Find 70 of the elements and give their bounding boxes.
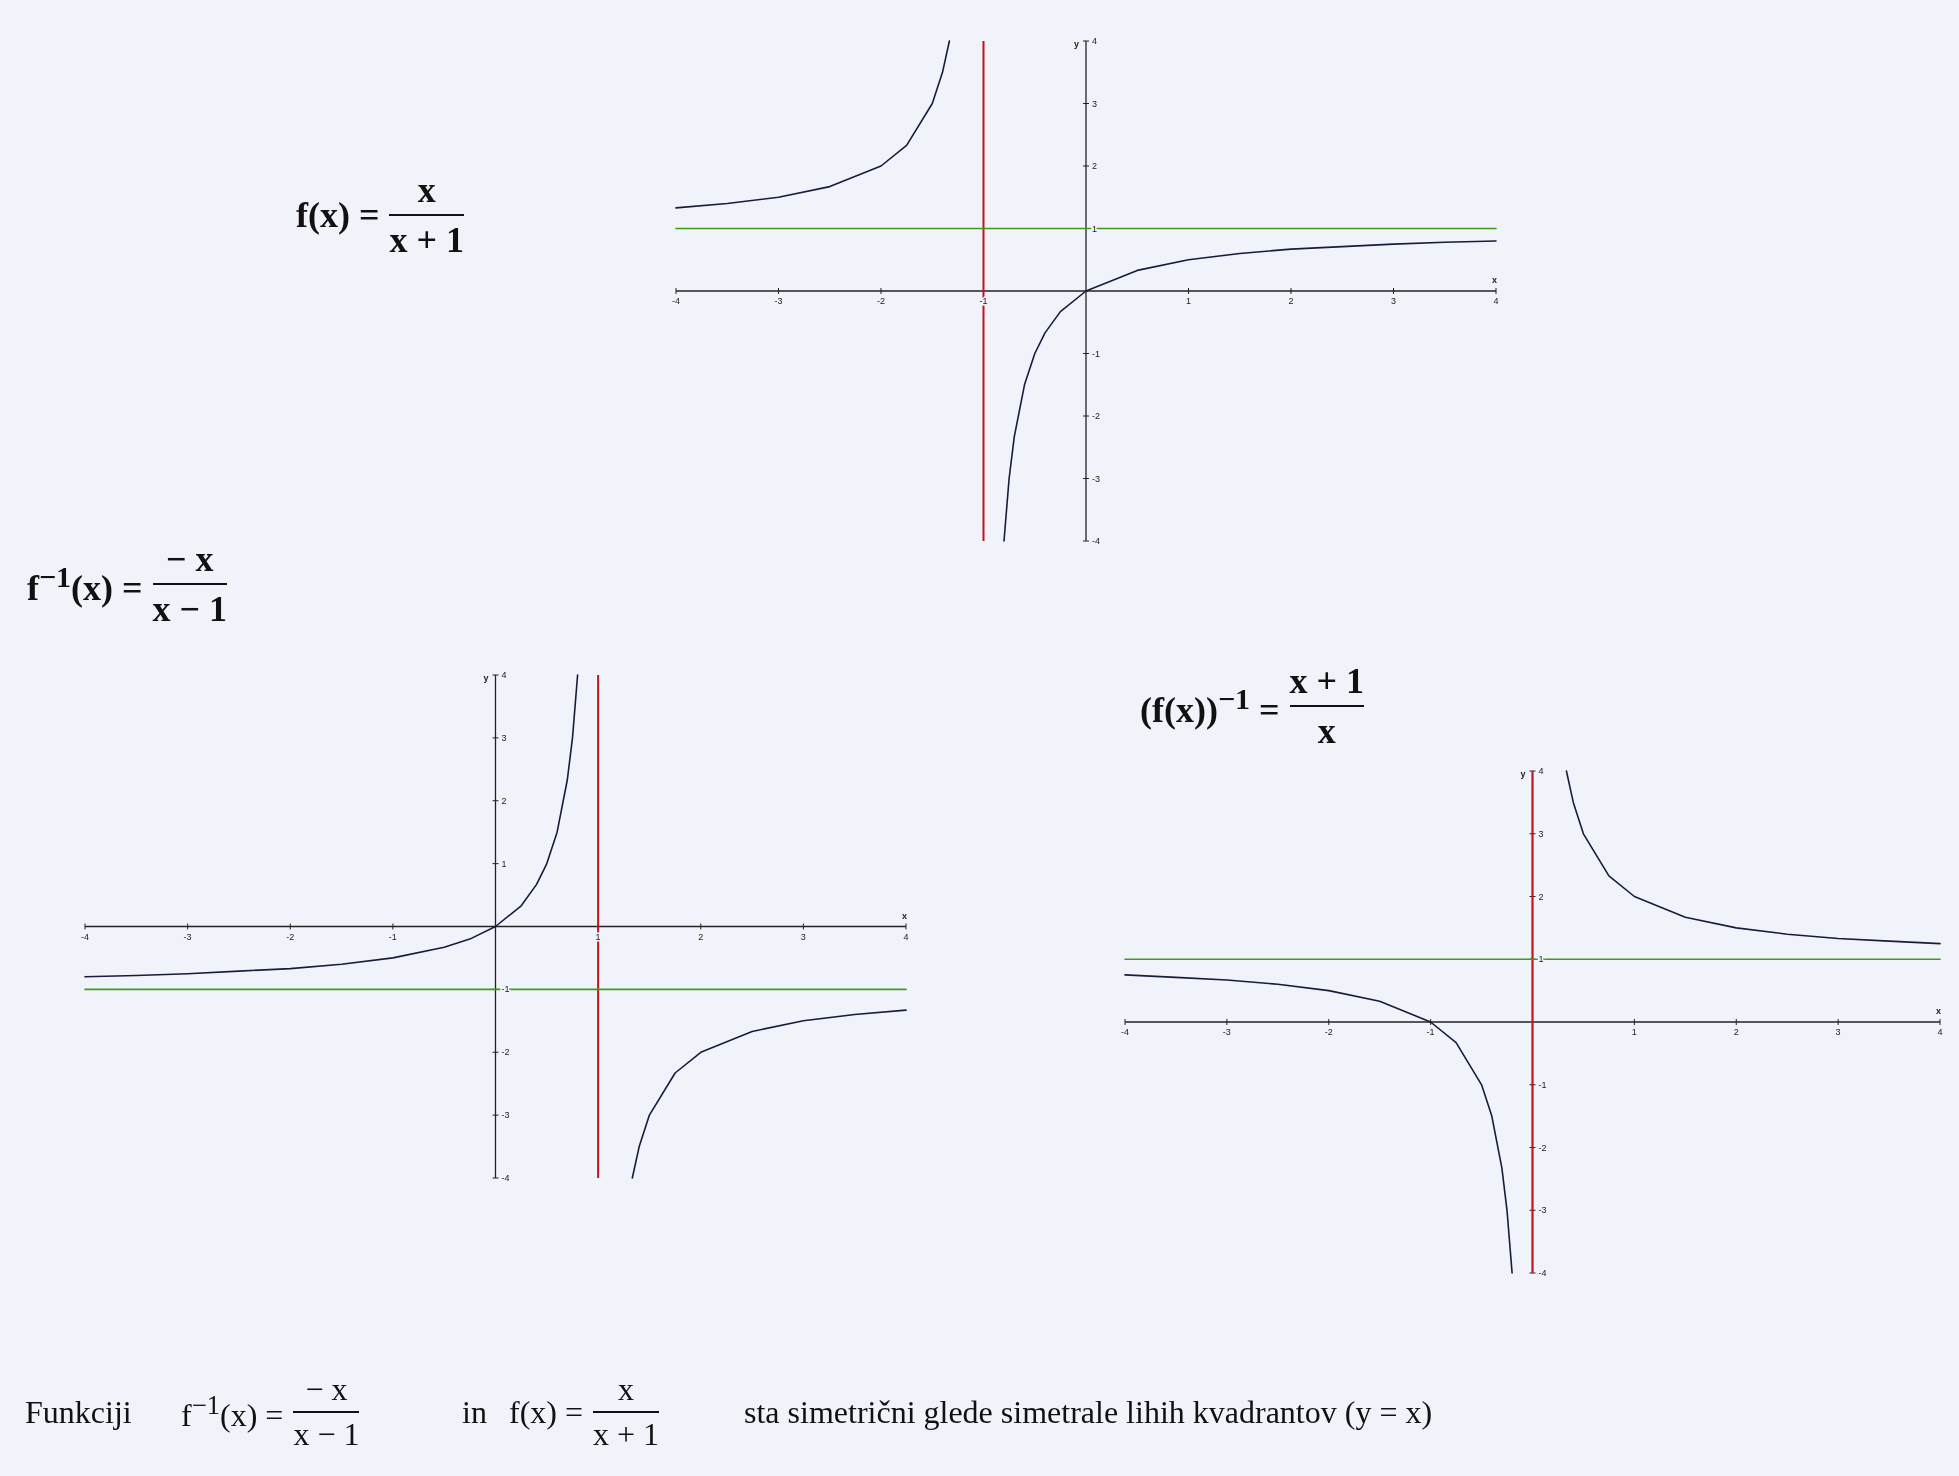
tick-label: -2: [1538, 1142, 1547, 1153]
tick-label: -3: [1092, 473, 1100, 484]
tick-label: 3: [1538, 828, 1544, 839]
tick-label: -2: [501, 1047, 510, 1058]
tick-label: 1: [1631, 1027, 1637, 1037]
tick-label: -4: [501, 1173, 510, 1183]
tick-label: 4: [1493, 296, 1499, 306]
denominator: x + 1: [389, 219, 464, 261]
tick-label: 2: [1733, 1027, 1739, 1037]
denominator: x + 1: [593, 1416, 660, 1453]
tick-label: 4: [1937, 1027, 1943, 1037]
denominator: x − 1: [293, 1416, 360, 1453]
tick-label: 3: [1835, 1027, 1841, 1037]
tick-label: -4: [672, 296, 680, 306]
tick-label: -2: [877, 296, 885, 306]
formula-text: f(x) =: [296, 194, 380, 236]
tick-label: -1: [388, 931, 397, 942]
tick-label: 1: [595, 931, 601, 942]
formula-text: f(x) =: [509, 1393, 583, 1431]
tick-label: -1: [1426, 1027, 1435, 1037]
numerator: − x: [305, 1371, 348, 1408]
numerator: − x: [166, 538, 214, 580]
axis-label: x: [902, 910, 907, 921]
formula-text: f$^{−1}$(x) =: [181, 1390, 284, 1434]
tick-label: 1: [501, 858, 507, 869]
tick-label: 4: [1092, 36, 1097, 46]
tick-label: 3: [501, 732, 507, 743]
tick-label: -4: [81, 931, 89, 942]
tick-label: -4: [1538, 1268, 1547, 1278]
tick-label: 1: [1092, 223, 1097, 234]
tick-label: 4: [903, 931, 909, 942]
tick-label: -1: [1538, 1079, 1547, 1090]
tick-label: 3: [800, 931, 806, 942]
formula-text: f$^{−1}$(x) =: [27, 559, 143, 609]
tick-label: 2: [698, 931, 704, 942]
tick-label: -2: [1092, 411, 1100, 421]
tick-label: -2: [1324, 1027, 1333, 1037]
tick-label: -2: [286, 931, 295, 942]
axis-label: y: [1074, 39, 1079, 49]
tick-label: 2: [1092, 161, 1097, 171]
tick-label: -3: [1538, 1205, 1547, 1216]
numerator: x + 1: [1289, 660, 1365, 702]
tick-label: 2: [1538, 891, 1544, 902]
axis-label: y: [1520, 769, 1526, 779]
tick-label: -4: [1121, 1027, 1129, 1037]
tick-label: -3: [1222, 1027, 1231, 1037]
axis-label: x: [1492, 275, 1497, 285]
axis-label: x: [1936, 1006, 1941, 1016]
tick-label: 3: [1391, 296, 1396, 306]
tick-label: -3: [501, 1110, 510, 1121]
tick-label: -3: [774, 296, 783, 306]
tick-label: -3: [183, 931, 192, 942]
tick-label: -1: [1092, 348, 1100, 359]
tick-label: 4: [501, 670, 507, 680]
denominator: x: [1317, 710, 1336, 752]
tick-label: -4: [1092, 536, 1100, 546]
axis-label: y: [483, 673, 489, 683]
caption-text: sta simetrični glede simetrale lihih kvadrantov (y = x): [744, 1393, 1433, 1431]
tick-label: 1: [1186, 296, 1191, 306]
formula-text: (f(x))$^{−1}$ =: [1140, 681, 1280, 731]
numerator: x: [618, 1371, 635, 1408]
tick-label: 2: [501, 795, 507, 806]
denominator: x − 1: [152, 588, 228, 630]
tick-label: 1: [1538, 954, 1544, 965]
caption-text: in: [462, 1393, 487, 1431]
numerator: x: [417, 169, 436, 211]
caption-text: Funkciji: [25, 1393, 132, 1431]
tick-label: 3: [1092, 98, 1097, 109]
tick-label: 4: [1538, 766, 1544, 776]
tick-label: 2: [1288, 296, 1294, 306]
